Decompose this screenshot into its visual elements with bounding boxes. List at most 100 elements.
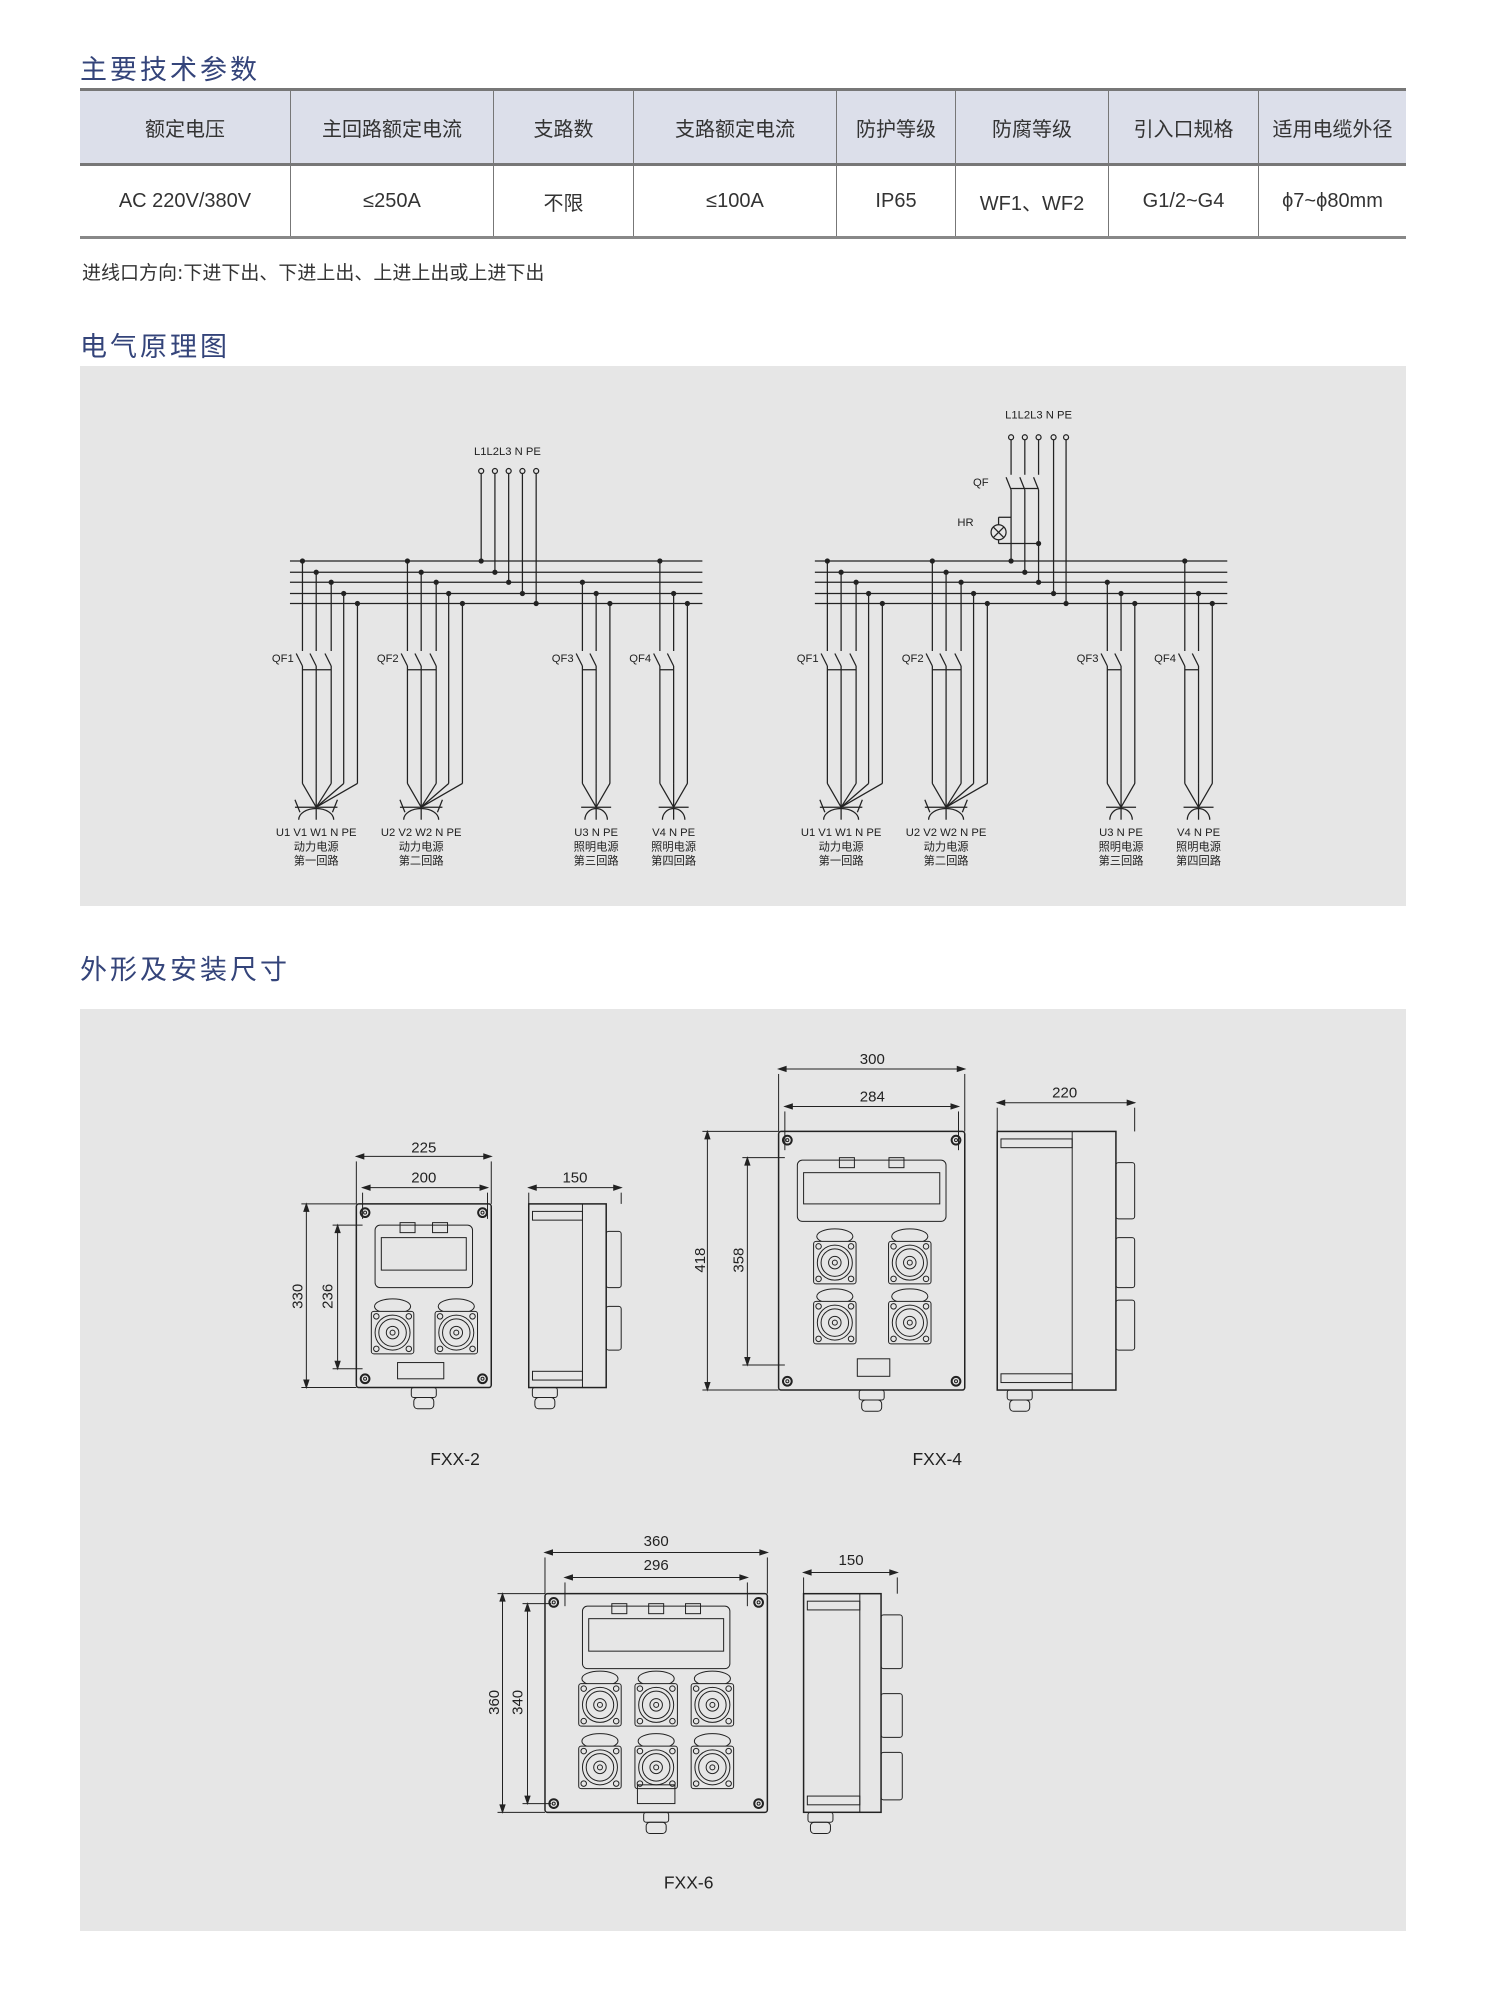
nameplate: [636, 1784, 676, 1805]
mount-bolt-icon: [954, 1138, 959, 1143]
fxx2-depth: 150: [562, 1170, 587, 1187]
hinge-icon: [685, 1603, 702, 1615]
side-rail: [806, 1795, 861, 1806]
enclosure-side: [527, 1203, 607, 1389]
entry-direction-note: 进线口方向:下进下出、下进上出、上进上出或上进下出: [82, 262, 545, 284]
breaker-label: QF1: [272, 653, 294, 665]
socket-screw: [922, 1303, 930, 1310]
breaker-contact: [414, 653, 422, 667]
breaker-label: QF1: [797, 653, 819, 665]
socket-screw: [612, 1780, 620, 1787]
socket-core: [596, 1701, 603, 1708]
breaker-contact: [666, 653, 675, 667]
header-anticorrosion: 防腐等级: [955, 88, 1109, 166]
mount-bolt-icon: [548, 1597, 560, 1608]
mount-bolt-icon: [756, 1600, 761, 1605]
hinge-icon: [838, 1157, 855, 1169]
socket-screw: [847, 1303, 855, 1310]
cell-branches: 不限: [493, 164, 634, 239]
mount-bolt-icon: [363, 1376, 368, 1381]
wire: [301, 783, 317, 808]
indicator-lamp-label: HR: [957, 517, 973, 529]
breaker-contact: [925, 653, 933, 667]
side-socket-icon: [1115, 1162, 1136, 1220]
socket-core: [705, 1760, 720, 1775]
cable-gland-icon: [534, 1397, 556, 1410]
breaker-label: QF2: [902, 653, 924, 665]
breaker-label: QF4: [629, 653, 651, 665]
wire: [315, 783, 332, 808]
fxx4-height-inner: 358: [731, 1248, 748, 1273]
wire: [420, 783, 437, 808]
circuit-name: 第一回路: [294, 854, 339, 868]
enclosure-side: [802, 1592, 882, 1814]
mount-bolt-icon: [781, 1375, 793, 1387]
socket-icon: [578, 1745, 622, 1790]
circuit-terminals: U2 V2 W2 N PE: [381, 827, 462, 839]
socket-icon: [578, 1683, 622, 1727]
wire: [315, 782, 345, 808]
dimension-arrow: [524, 1602, 531, 1806]
socket-ring: [638, 1686, 675, 1723]
dimension-arrow: [802, 1569, 899, 1576]
socket-core: [906, 1319, 913, 1326]
junction-dot: [519, 590, 526, 597]
cell-anticorrosion: WF1、WF2: [955, 164, 1109, 239]
spec-table: 额定电压 主回路额定电流 支路数 支路额定电流 防护等级 防腐等级 引入口规格 …: [80, 88, 1406, 239]
socket-screw: [815, 1243, 822, 1250]
header-cable-diameter: 适用电缆外径: [1258, 88, 1406, 166]
breaker-label: QF3: [1077, 653, 1099, 665]
socket-ring: [891, 1244, 928, 1281]
socket-core: [385, 1325, 400, 1340]
terminal-icon: [1021, 434, 1028, 441]
breaker-contact: [954, 653, 962, 667]
socket-ring: [820, 1248, 850, 1277]
dimension-arrow: [303, 1202, 310, 1390]
junction-dot: [1063, 600, 1069, 607]
hinge-icon: [648, 1603, 665, 1615]
fxx4-depth: 220: [1052, 1085, 1077, 1102]
wire: [1106, 783, 1122, 808]
mount-bolt-icon: [785, 1379, 790, 1384]
socket-screw: [922, 1275, 930, 1283]
socket-screw: [922, 1335, 930, 1343]
breaker-contact: [1177, 653, 1186, 667]
mount-bolt-icon: [950, 1375, 962, 1387]
wire: [1120, 783, 1136, 808]
socket-ring: [820, 1308, 850, 1337]
dimension-arrow: [334, 1223, 341, 1371]
side-rail: [531, 1370, 583, 1381]
mount-bolt-icon: [480, 1376, 485, 1381]
socket-ring: [378, 1318, 407, 1347]
wire: [1184, 783, 1200, 808]
socket-screw: [436, 1313, 444, 1320]
socket-screw: [636, 1685, 644, 1692]
socket-ring: [442, 1318, 471, 1347]
breaker-window-glass: [803, 1172, 941, 1205]
socket-core: [906, 1259, 913, 1266]
cable-gland-icon: [809, 1821, 831, 1835]
lamp-cross: [993, 526, 1005, 538]
socket-screw: [890, 1275, 897, 1283]
wire: [420, 782, 450, 808]
junction-dot: [506, 579, 512, 585]
circuit-type: 动力电源: [924, 839, 969, 853]
cable-gland-icon: [645, 1821, 667, 1835]
circuit-name: 第三回路: [1099, 854, 1144, 868]
terminal-icon: [519, 467, 526, 475]
socket-core: [389, 1329, 396, 1336]
wire: [315, 782, 358, 808]
side-rail: [531, 1210, 583, 1221]
socket-ring: [895, 1248, 925, 1277]
mount-bolt-icon: [477, 1207, 488, 1219]
socket-icon: [813, 1240, 857, 1285]
wire: [673, 783, 688, 808]
socket-ring: [694, 1686, 731, 1723]
socket-ring: [698, 1753, 727, 1782]
socket-core: [831, 1319, 838, 1326]
breaker-window: [796, 1159, 947, 1222]
socket-core: [709, 1701, 716, 1708]
specs-section-title: 主要技术参数: [80, 55, 260, 86]
dimension-arrow: [704, 1129, 711, 1392]
